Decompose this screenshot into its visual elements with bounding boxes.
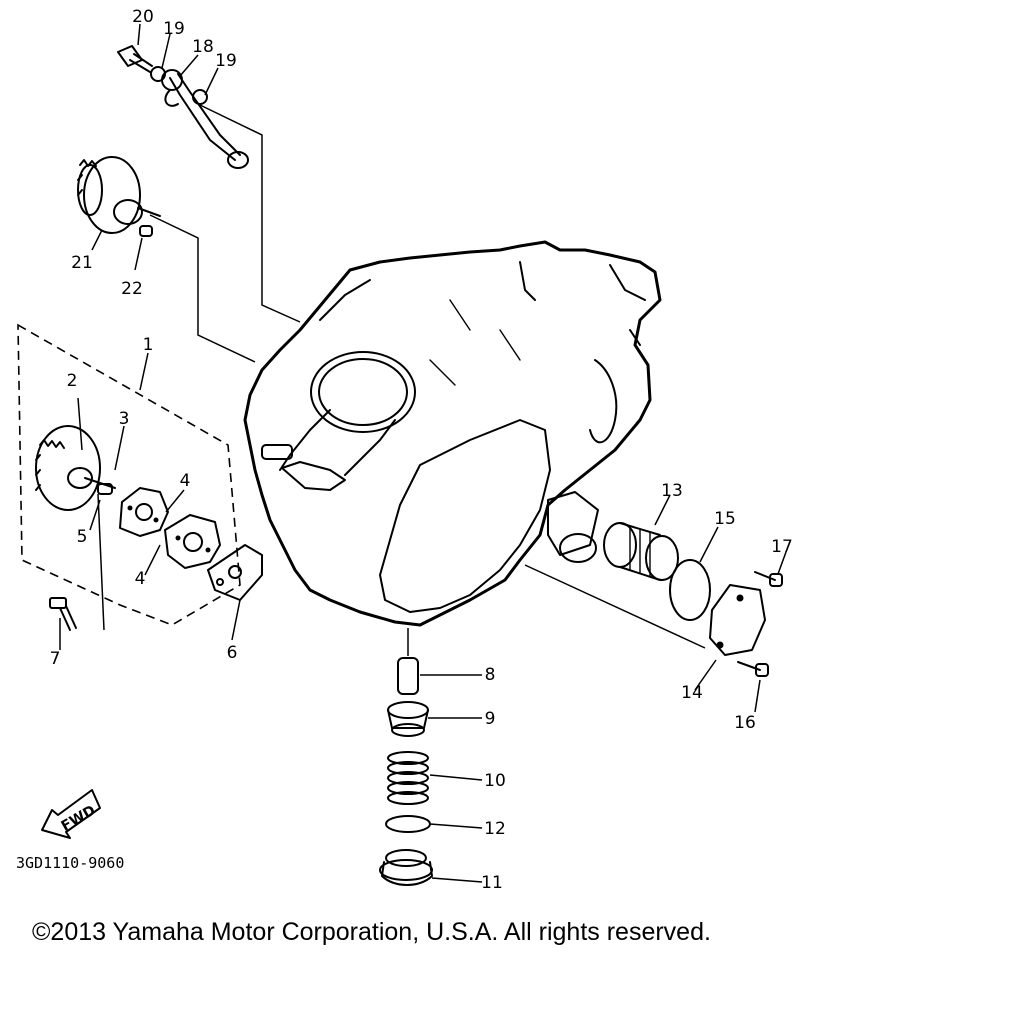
callout-11: 11 bbox=[481, 873, 503, 893]
callout-labels: 20 19 18 19 21 22 1 2 3 4 5 4 6 7 8 9 10… bbox=[50, 7, 793, 893]
callout-8: 8 bbox=[485, 665, 496, 685]
o-ring-12 bbox=[385, 815, 431, 833]
pump-rotor-housing-right bbox=[164, 514, 221, 569]
oil-pump-gear bbox=[35, 425, 101, 511]
callout-15: 15 bbox=[714, 509, 736, 529]
fwd-label: FWD bbox=[59, 802, 99, 834]
pump-rotor-housing-left bbox=[119, 487, 169, 537]
callout-6: 6 bbox=[227, 643, 238, 663]
union-bolt-20 bbox=[117, 45, 153, 73]
parts-diagram: FWD 20 19 18 19 21 22 1 2 3 4 5 4 6 7 8 … bbox=[16, 7, 793, 893]
callout-10: 10 bbox=[484, 771, 506, 791]
oil-pump-assembly-outline bbox=[17, 323, 241, 626]
pin-5 bbox=[97, 483, 113, 495]
callout-22: 22 bbox=[121, 279, 143, 299]
callout-4-top: 4 bbox=[180, 471, 191, 491]
callout-21: 21 bbox=[71, 253, 93, 273]
oil-pump-drive-gear bbox=[77, 156, 161, 234]
callout-13: 13 bbox=[661, 481, 683, 501]
callout-1: 1 bbox=[143, 335, 154, 355]
callout-9: 9 bbox=[485, 709, 496, 729]
bolt-17 bbox=[754, 571, 783, 587]
pin-22 bbox=[139, 225, 153, 237]
callout-4-bottom: 4 bbox=[135, 569, 146, 589]
diagram-code: 3GD1110-9060 bbox=[16, 854, 124, 872]
callout-2: 2 bbox=[67, 371, 78, 391]
callout-17: 17 bbox=[771, 537, 793, 557]
filter-seat bbox=[547, 491, 599, 563]
callout-12: 12 bbox=[484, 819, 506, 839]
copyright-notice: ©2013 Yamaha Motor Corporation, U.S.A. A… bbox=[32, 918, 711, 946]
callout-19-right: 19 bbox=[215, 51, 237, 71]
crankcase bbox=[243, 240, 662, 627]
callout-18: 18 bbox=[192, 37, 214, 57]
drain-plug-11 bbox=[379, 849, 433, 886]
pump-gasket-6 bbox=[207, 544, 263, 601]
oil-delivery-pipe bbox=[161, 69, 249, 169]
leader-lines bbox=[59, 23, 787, 883]
callout-5: 5 bbox=[77, 527, 88, 547]
strainer-plug-9 bbox=[387, 701, 429, 737]
filter-cover-14 bbox=[709, 584, 766, 656]
callout-19-left: 19 bbox=[163, 19, 185, 39]
fwd-arrow-icon: FWD bbox=[41, 789, 101, 839]
spring-10 bbox=[387, 751, 429, 805]
callout-3: 3 bbox=[119, 409, 130, 429]
callout-14: 14 bbox=[681, 683, 703, 703]
o-ring-15 bbox=[669, 559, 711, 621]
bolt-16 bbox=[737, 661, 769, 677]
washer-19-right bbox=[192, 89, 208, 105]
callout-20: 20 bbox=[132, 7, 154, 27]
pump-shaft-3 bbox=[84, 477, 116, 489]
oil-filter-13 bbox=[603, 522, 679, 581]
callout-16: 16 bbox=[734, 713, 756, 733]
strainer-pipe-8 bbox=[397, 657, 419, 695]
screw-7 bbox=[49, 597, 77, 631]
callout-7: 7 bbox=[50, 649, 61, 669]
washer-19-left bbox=[150, 66, 166, 82]
